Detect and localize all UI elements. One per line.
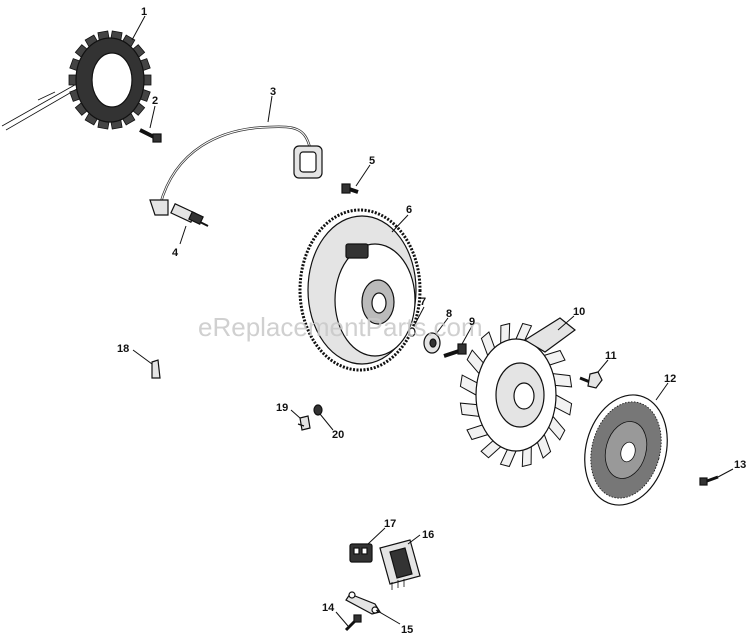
part-stator[interactable] xyxy=(1,30,152,131)
part-bracket-15[interactable] xyxy=(345,591,381,615)
part-rectifier[interactable] xyxy=(379,539,421,590)
part-washer-8[interactable] xyxy=(423,332,441,354)
part-connector[interactable] xyxy=(349,543,373,563)
callout-3: 3 xyxy=(270,86,276,98)
callout-1: 1 xyxy=(141,6,147,18)
callout-5: 5 xyxy=(369,155,375,167)
fan-blade xyxy=(499,449,517,468)
part-bolt-9[interactable] xyxy=(443,343,467,358)
part-screen[interactable] xyxy=(573,386,679,515)
callout-labels: 1 2 3 4 5 6 7 8 9 10 11 12 13 14 15 16 1… xyxy=(117,6,746,636)
part-washer-7[interactable] xyxy=(408,327,416,337)
fan-blade xyxy=(459,374,478,396)
part-spark-plug[interactable] xyxy=(170,203,209,227)
callout-15: 15 xyxy=(401,624,413,636)
callout-11: 11 xyxy=(605,350,617,362)
part-screw-5[interactable] xyxy=(341,183,359,194)
callout-10: 10 xyxy=(573,306,585,318)
part-fan[interactable] xyxy=(459,317,576,468)
callout-12: 12 xyxy=(664,373,676,385)
callout-18: 18 xyxy=(117,343,129,355)
part-ignition-module[interactable] xyxy=(149,125,323,216)
callout-2: 2 xyxy=(152,95,158,107)
part-nut[interactable] xyxy=(579,371,603,389)
callout-4: 4 xyxy=(172,247,179,259)
callout-7: 7 xyxy=(420,296,426,308)
callout-19: 19 xyxy=(276,402,288,414)
part-nut-20[interactable] xyxy=(313,404,323,416)
part-screw-2[interactable] xyxy=(139,128,162,143)
part-screw-13[interactable] xyxy=(699,475,719,486)
callout-17: 17 xyxy=(384,518,396,530)
callout-13: 13 xyxy=(734,459,746,471)
leader-lines xyxy=(131,15,734,627)
callout-6: 6 xyxy=(406,204,412,216)
watermark: eReplacementParts.com xyxy=(198,312,483,342)
part-clip-19[interactable] xyxy=(297,415,311,431)
callout-14: 14 xyxy=(322,602,335,614)
part-screw-14[interactable] xyxy=(344,614,362,632)
callout-8: 8 xyxy=(446,308,452,320)
part-clip-18[interactable] xyxy=(151,359,161,379)
callout-16: 16 xyxy=(422,529,434,541)
fan-blade xyxy=(554,394,573,416)
callout-20: 20 xyxy=(332,429,344,441)
callout-9: 9 xyxy=(469,316,475,328)
part-flywheel[interactable] xyxy=(298,208,422,372)
